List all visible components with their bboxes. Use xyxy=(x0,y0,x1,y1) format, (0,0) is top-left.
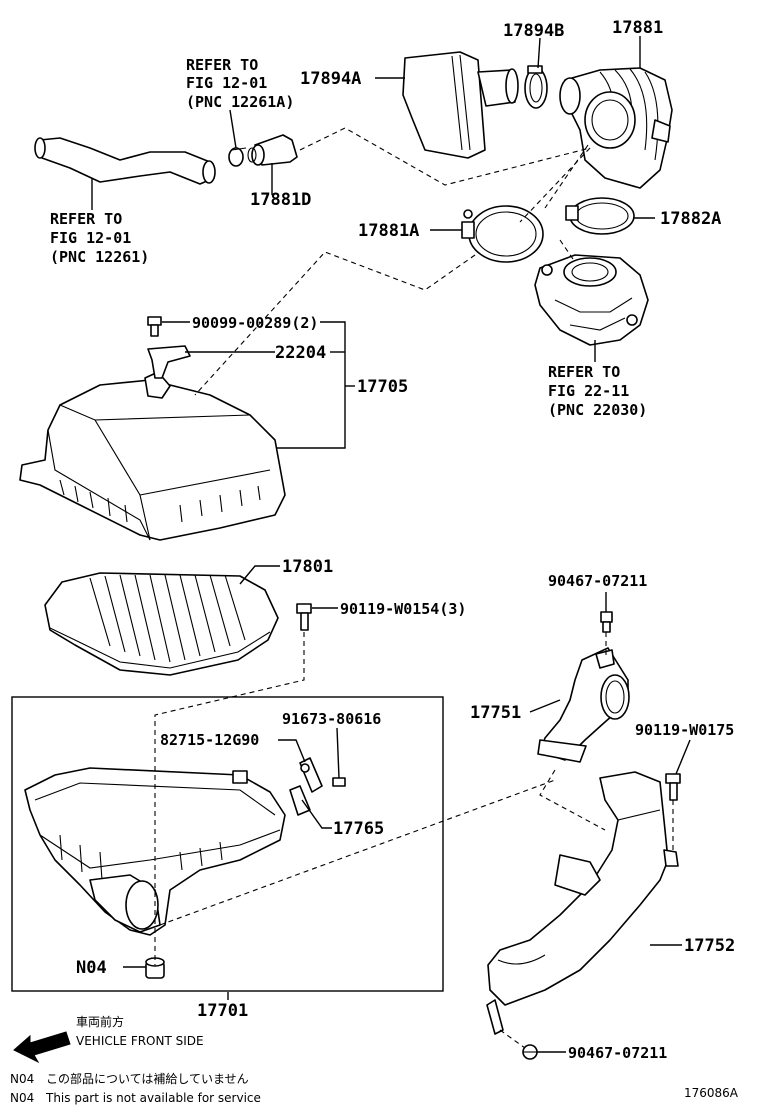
case-group-box-17701 xyxy=(11,696,444,992)
air-inlet-duct-17752[interactable] xyxy=(486,771,679,1035)
note-en-code: N04 xyxy=(10,1091,34,1105)
bracket-17765[interactable] xyxy=(289,785,311,816)
figure-id: 176086A xyxy=(684,1086,739,1100)
refer-22030-line2: FIG 22-11 xyxy=(548,382,629,400)
label-90467-07211-bottom: 90467-07211 xyxy=(568,1044,667,1062)
note-jp-code: N04 xyxy=(10,1072,34,1086)
label-17751: 17751 xyxy=(470,703,521,723)
label-91673-80616: 91673-80616 xyxy=(282,710,381,728)
label-N04: N04 xyxy=(76,958,107,978)
refer-12261A-line1: REFER TO xyxy=(186,56,258,74)
label-17881D: 17881D xyxy=(250,190,311,210)
air-inlet-17751[interactable] xyxy=(537,647,630,763)
clamp-17881A[interactable] xyxy=(461,205,544,263)
label-82715-12G90: 82715-12G90 xyxy=(160,731,259,749)
air-cleaner-cap-17705[interactable] xyxy=(19,371,286,541)
clip-12261A[interactable] xyxy=(228,147,247,167)
label-17894B: 17894B xyxy=(503,21,564,41)
clip-90467-07211-top[interactable] xyxy=(600,611,613,633)
filter-element-17801[interactable] xyxy=(44,572,279,676)
refer-12261-line2: FIG 12-01 xyxy=(50,229,131,247)
leader-lines xyxy=(91,36,691,1053)
screw-90119-W0154[interactable] xyxy=(296,603,312,631)
assembly-lines xyxy=(154,127,674,1049)
refer-12261A-line3: (PNC 12261A) xyxy=(186,93,294,111)
label-17881A: 17881A xyxy=(358,221,419,241)
resonator-17894A[interactable] xyxy=(402,51,519,159)
label-17705: 17705 xyxy=(357,377,408,397)
label-90467-07211-top: 90467-07211 xyxy=(548,572,647,590)
screw-90119-W0175[interactable] xyxy=(665,773,681,801)
refer-22030-line3: (PNC 22030) xyxy=(548,401,647,419)
label-17801: 17801 xyxy=(282,557,333,577)
part-labels: 17881 17894B 17894A REFER TO FIG 12-01 (… xyxy=(50,18,735,1062)
clamp-17882A[interactable] xyxy=(565,197,635,235)
grommet-N04[interactable] xyxy=(145,957,165,979)
label-90119-W0154: 90119-W0154(3) xyxy=(340,600,466,618)
footnotes: N04 この部品については補給していません N04 This part is n… xyxy=(10,1071,739,1105)
sensor-22204[interactable] xyxy=(147,345,191,379)
screw-90099-00289[interactable] xyxy=(147,316,162,337)
label-17701: 17701 xyxy=(197,1001,248,1021)
refer-12261-line1: REFER TO xyxy=(50,210,122,228)
front-arrow-icon xyxy=(13,1031,71,1064)
label-17894A: 17894A xyxy=(300,69,361,89)
direction-jp: 車両前方 xyxy=(76,1014,124,1029)
clamp-17894B[interactable] xyxy=(524,65,548,109)
screw-91673-80616[interactable] xyxy=(332,777,346,787)
refer-22030-line1: REFER TO xyxy=(548,363,620,381)
label-17881: 17881 xyxy=(612,18,663,38)
refer-12261A-line2: FIG 12-01 xyxy=(186,74,267,92)
label-90099-00289: 90099-00289(2) xyxy=(192,314,318,332)
label-17752: 17752 xyxy=(684,936,735,956)
clip-90467-07211-bottom[interactable] xyxy=(522,1044,538,1060)
label-22204: 22204 xyxy=(275,343,326,363)
clamp-82715-12G90[interactable] xyxy=(299,757,323,793)
direction-en: VEHICLE FRONT SIDE xyxy=(76,1034,204,1048)
hose-12261 xyxy=(34,137,216,185)
note-en-text: This part is not available for service xyxy=(45,1091,261,1105)
label-17882A: 17882A xyxy=(660,209,721,229)
refer-12261-line3: (PNC 12261) xyxy=(50,248,149,266)
label-90119-W0175: 90119-W0175 xyxy=(635,721,734,739)
note-jp-text: この部品については補給していません xyxy=(46,1071,249,1086)
label-17765: 17765 xyxy=(333,819,384,839)
vehicle-front-indicator: 車両前方 VEHICLE FRONT SIDE xyxy=(13,1014,204,1064)
throttle-body-22030 xyxy=(534,254,649,346)
hose-17881D[interactable] xyxy=(247,134,298,166)
hose-17881[interactable] xyxy=(559,67,673,189)
